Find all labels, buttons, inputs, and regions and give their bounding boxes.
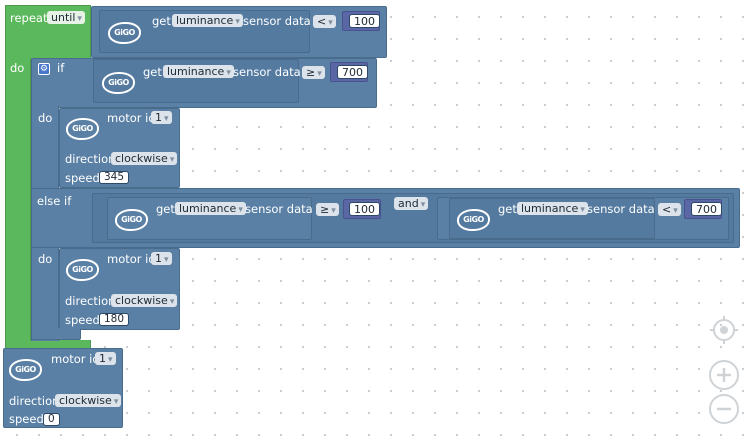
comparison-operator-value: < (662, 203, 672, 216)
chevron-down-icon: ▾ (331, 206, 336, 216)
sensor-data-label: sensor data (243, 14, 311, 28)
comparison-operator-dropdown[interactable]: <▾ (313, 15, 336, 28)
comparison-operator-value: < (317, 15, 327, 28)
sensor-type-dropdown[interactable]: luminance▾ (175, 202, 246, 215)
direction-dropdown[interactable]: clockwise▾ (111, 294, 178, 307)
gigo-logo-icon: GiGO (457, 209, 490, 231)
chevron-down-icon: ▾ (164, 255, 169, 265)
sensor-type-dropdown[interactable]: luminance▾ (172, 14, 243, 27)
repeat-loop-spine (5, 58, 31, 350)
chevron-down-icon: ▾ (328, 18, 333, 28)
chevron-down-icon: ▾ (164, 114, 169, 124)
else-if-right-sensor-inner (449, 198, 655, 239)
sensor-type-value: luminance (167, 65, 225, 78)
sensor-type-value: luminance (176, 14, 234, 27)
motor-id-label: motor id (107, 111, 156, 125)
comparison-operator-dropdown[interactable]: ≥▾ (302, 66, 325, 79)
plus-icon[interactable] (708, 359, 740, 391)
motor-id-value: 1 (155, 252, 162, 265)
motor-id-dropdown[interactable]: 1▾ (95, 352, 116, 365)
speed-label: speed (9, 412, 44, 426)
chevron-down-icon: ▾ (235, 17, 240, 27)
gigo-logo-icon: GiGO (115, 209, 148, 231)
chevron-down-icon: ▾ (226, 68, 231, 78)
logic-operator-dropdown[interactable]: and▾ (394, 197, 429, 210)
chevron-down-icon: ▾ (169, 297, 175, 307)
number-value-field[interactable]: 100 (349, 202, 380, 216)
chevron-down-icon: ▾ (108, 355, 113, 365)
speed-value-field[interactable]: 0 (43, 413, 60, 426)
chevron-down-icon: ▾ (580, 205, 585, 215)
motor-id-value: 1 (99, 352, 106, 365)
comparison-operator-dropdown[interactable]: ≥▾ (316, 203, 339, 216)
motor-id-label: motor id (51, 352, 100, 366)
direction-dropdown[interactable]: clockwise▾ (55, 394, 122, 407)
gigo-logo-icon: GiGO (102, 72, 135, 94)
sensor-data-label: sensor data (233, 65, 301, 79)
if-block-bottom (31, 328, 81, 340)
motor-id-dropdown[interactable]: 1▾ (151, 252, 172, 265)
chevron-down-icon: ▾ (77, 14, 82, 24)
direction-label: direction (65, 152, 116, 166)
repeat-do-label: do (10, 61, 25, 75)
comparison-operator-value: ≥ (306, 66, 316, 79)
motor-id-dropdown[interactable]: 1▾ (151, 111, 172, 124)
sensor-type-value: luminance (179, 202, 237, 215)
chevron-down-icon: ▾ (113, 397, 119, 407)
sensor-data-label: sensor data (245, 202, 313, 216)
sensor-type-value: luminance (521, 202, 579, 215)
minus-icon[interactable] (708, 393, 740, 425)
logic-operator-value: and (398, 197, 419, 210)
repeat-mode-dropdown[interactable]: until▾ (47, 11, 85, 24)
motor-id-label: motor id (107, 252, 156, 266)
repeat-mode-value: until (51, 11, 76, 24)
comparison-operator-value: ≥ (320, 203, 330, 216)
number-value-field[interactable]: 700 (691, 202, 722, 216)
else-if-do-label: do (38, 252, 53, 266)
gigo-logo-icon: GiGO (108, 22, 141, 44)
number-value-field[interactable]: 100 (349, 14, 380, 28)
number-value-field[interactable]: 700 (337, 65, 368, 79)
sensor-type-dropdown[interactable]: luminance▾ (163, 65, 234, 78)
direction-value: clockwise (59, 394, 112, 407)
comparison-operator-dropdown[interactable]: <▾ (658, 203, 681, 216)
gigo-logo-icon: GiGO (66, 259, 99, 281)
sensor-data-label: sensor data (587, 202, 655, 216)
chevron-down-icon: ▾ (420, 200, 426, 210)
gigo-logo-icon: GiGO (9, 359, 42, 381)
repeat-label: repeat (10, 11, 48, 25)
if-label: if (57, 61, 65, 75)
sensor-get-label: get (152, 14, 171, 28)
speed-value-field[interactable]: 180 (99, 313, 130, 326)
speed-label: speed (65, 171, 100, 185)
gear-icon[interactable]: ⚙ (38, 63, 50, 75)
direction-dropdown[interactable]: clockwise▾ (111, 152, 178, 165)
direction-value: clockwise (115, 294, 168, 307)
speed-value-field[interactable]: 345 (99, 171, 130, 184)
direction-value: clockwise (115, 152, 168, 165)
chevron-down-icon: ▾ (238, 205, 243, 215)
speed-label: speed (65, 313, 100, 327)
sensor-get-label: get (156, 202, 175, 216)
chevron-down-icon: ▾ (169, 155, 175, 165)
sensor-get-label: get (498, 202, 517, 216)
sensor-type-dropdown[interactable]: luminance▾ (517, 202, 588, 215)
sensor-get-label: get (143, 65, 162, 79)
direction-label: direction (65, 294, 116, 308)
chevron-down-icon: ▾ (317, 69, 322, 79)
else-if-label: else if (37, 194, 72, 208)
motor-id-value: 1 (155, 111, 162, 124)
direction-label: direction (9, 394, 60, 408)
gigo-logo-icon: GiGO (66, 118, 99, 140)
chevron-down-icon: ▾ (673, 206, 678, 216)
if-do-label: do (38, 111, 53, 125)
crosshair-icon[interactable] (709, 315, 739, 345)
